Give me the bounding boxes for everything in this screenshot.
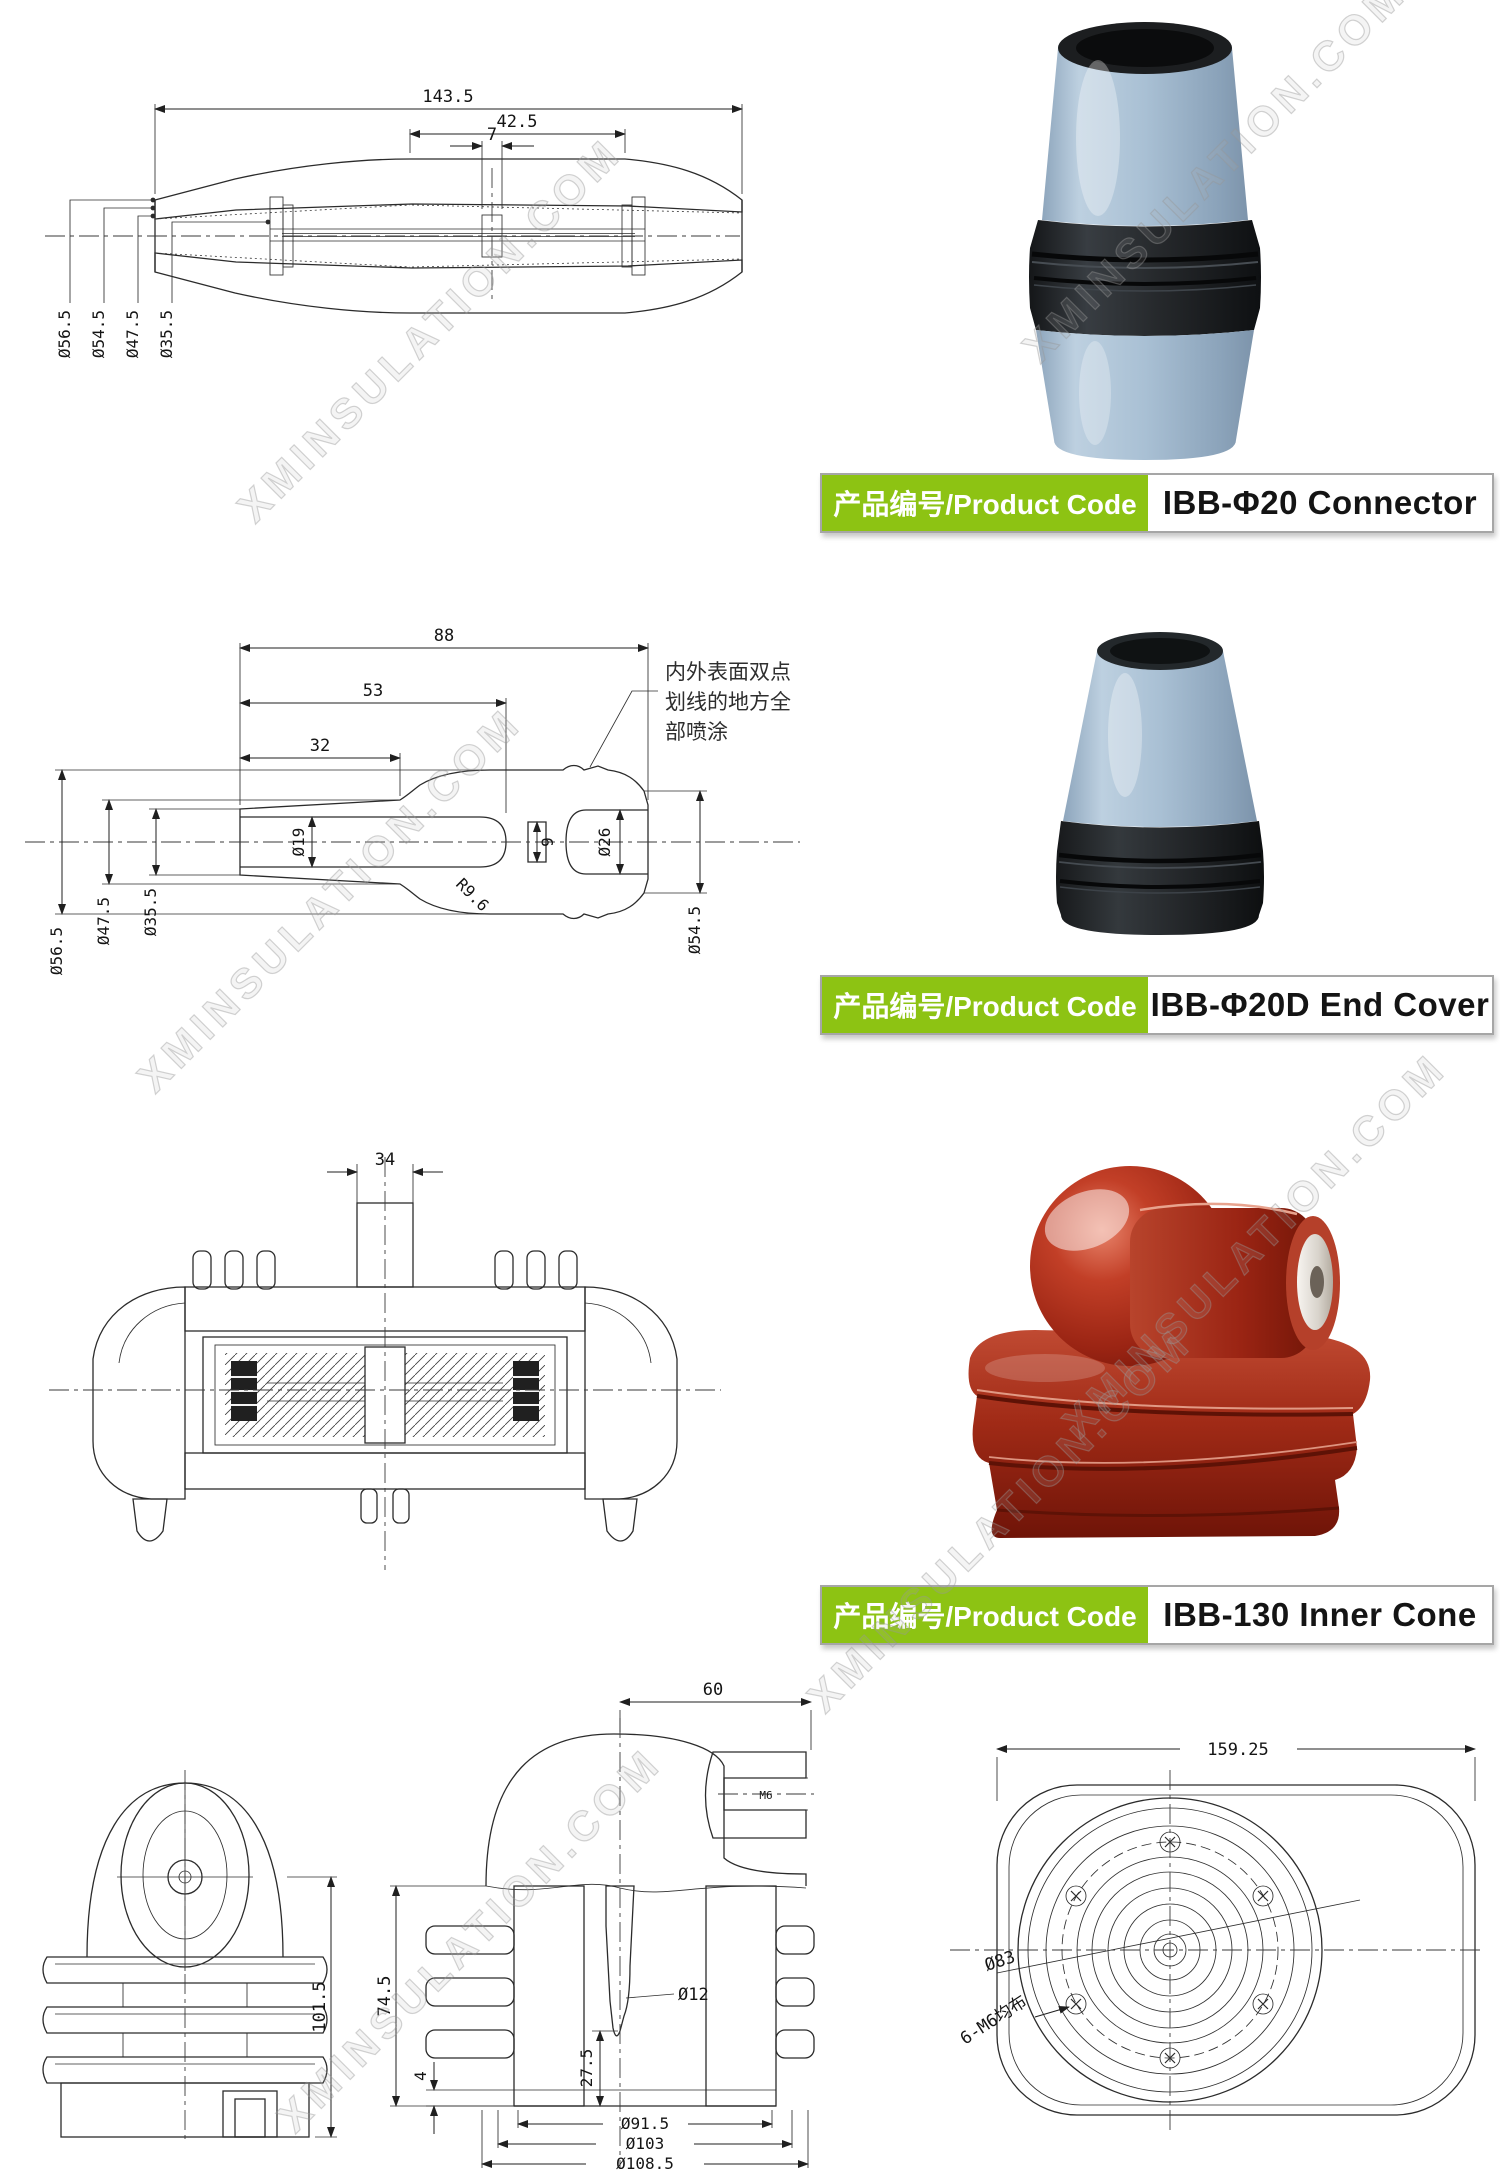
inner-cone-part — [49, 1157, 721, 1570]
dim-mid-length: 42.5 — [497, 112, 538, 132]
dim-slot: 9 — [538, 837, 557, 847]
side-view-part — [42, 1770, 328, 2143]
dim-pin-dia: Ø12 — [678, 1985, 709, 2005]
dim-dia-2: Ø103 — [626, 2134, 665, 2153]
dim-bolt-circle: Ø83 — [982, 1947, 1017, 1976]
dim-mid: 53 — [363, 681, 383, 701]
dim-overall: 88 — [434, 626, 454, 646]
side-view-dimensions: 101.5 — [287, 1876, 337, 2138]
bolt-note: 6-M6均布 — [957, 1992, 1031, 2050]
product-code-label: 产品编号/Product Code — [822, 977, 1148, 1033]
product-code-bar-end-cover: 产品编号/Product Code IBB-Φ20D End Cover — [820, 975, 1494, 1035]
dim-dia-1: Ø91.5 — [621, 2114, 669, 2133]
product-code-value-connector: IBB-Φ20 Connector — [1162, 484, 1478, 521]
dim-height: 101.5 — [310, 1981, 330, 2032]
dim-small-length: 7 — [487, 125, 497, 145]
product-code-bar-connector: 产品编号/Product Code IBB-Φ20 Connector — [820, 473, 1494, 533]
end-cover-photo — [1056, 632, 1264, 935]
dim-dia-3: Ø108.5 — [616, 2154, 674, 2173]
dim-dia-cavity: Ø26 — [595, 828, 614, 857]
dim-depth: 27.5 — [577, 2049, 596, 2088]
connector-photo — [1029, 22, 1261, 460]
inner-cone-photo — [968, 1166, 1371, 1538]
dim-height: 74.5 — [375, 1976, 395, 2017]
dim-dia-outer: Ø56.5 — [47, 927, 66, 975]
dim-inner: 32 — [310, 736, 330, 756]
dim-overall-length: 143.5 — [422, 87, 473, 107]
product-code-label: 产品编号/Product Code — [822, 1587, 1148, 1643]
spray-note-line1: 内外表面双点 — [665, 661, 791, 684]
connector-part — [45, 158, 743, 314]
connector-photo-body — [1029, 22, 1261, 460]
front-section-drawing: M6 60 74.5 4 — [375, 1680, 815, 2173]
product-code-label: 产品编号/Product Code — [822, 475, 1148, 531]
dim-width: 159.25 — [1207, 1740, 1268, 1760]
dim-top-width: 60 — [703, 1680, 723, 1700]
top-view-part — [950, 1770, 1480, 2130]
product-code-value-end-cover: IBB-Φ20D End Cover — [1150, 986, 1490, 1023]
dim-dia-4: Ø35.5 — [157, 310, 176, 358]
dim-dia-outer: Ø56.5 — [55, 310, 74, 358]
product-code-value-inner-cone: IBB-130 Inner Cone — [1163, 1596, 1477, 1633]
top-view-drawing: 159.25 Ø83 6-M6均布 — [950, 1740, 1480, 2130]
end-cover-section-drawing: 88 53 32 Ø56.5 Ø47.5 Ø35.5 Ø19 R9.6 9 Ø2… — [25, 626, 800, 975]
inner-cone-section-drawing: 34 — [49, 1150, 721, 1570]
side-view-drawing: 101.5 — [42, 1770, 337, 2143]
dim-dia-2: Ø54.5 — [89, 310, 108, 358]
thread-label: M6 — [759, 1789, 772, 1802]
dim-dia-end: Ø54.5 — [685, 906, 704, 954]
front-section-part: M6 — [425, 1718, 815, 2168]
end-cover-photo-body — [1056, 632, 1264, 935]
dim-dia-bore: Ø19 — [289, 828, 308, 857]
dim-radius: R9.6 — [452, 874, 493, 915]
spray-note-line2: 划线的地方全 — [665, 691, 791, 714]
top-view-dimensions: 159.25 Ø83 6-M6均布 — [957, 1740, 1476, 2050]
dim-step: 4 — [411, 2071, 430, 2081]
spray-note-line3: 部喷涂 — [665, 721, 728, 744]
product-code-bar-inner-cone: 产品编号/Product Code IBB-130 Inner Cone — [820, 1585, 1494, 1645]
inner-cone-photo-body — [968, 1166, 1371, 1538]
dim-dia-3: Ø35.5 — [141, 888, 160, 936]
dim-dia-3: Ø47.5 — [123, 310, 142, 358]
connector-section-drawing: 143.5 42.5 7 Ø56.5 Ø54.5 Ø47.5 Ø35.5 — [45, 87, 743, 358]
inner-cone-dimensions: 34 — [327, 1150, 443, 1207]
front-section-dimensions: 60 74.5 4 27.5 Ø12 Ø91.5 Ø103 Ø108.5 — [375, 1680, 812, 2173]
dim-dia-2: Ø47.5 — [94, 897, 113, 945]
end-cover-dimensions: 88 53 32 Ø56.5 Ø47.5 Ø35.5 Ø19 R9.6 9 Ø2… — [47, 626, 791, 975]
connector-dimensions: 143.5 42.5 7 Ø56.5 Ø54.5 Ø47.5 Ø35.5 — [55, 87, 743, 358]
dim-top-width: 34 — [375, 1150, 395, 1170]
